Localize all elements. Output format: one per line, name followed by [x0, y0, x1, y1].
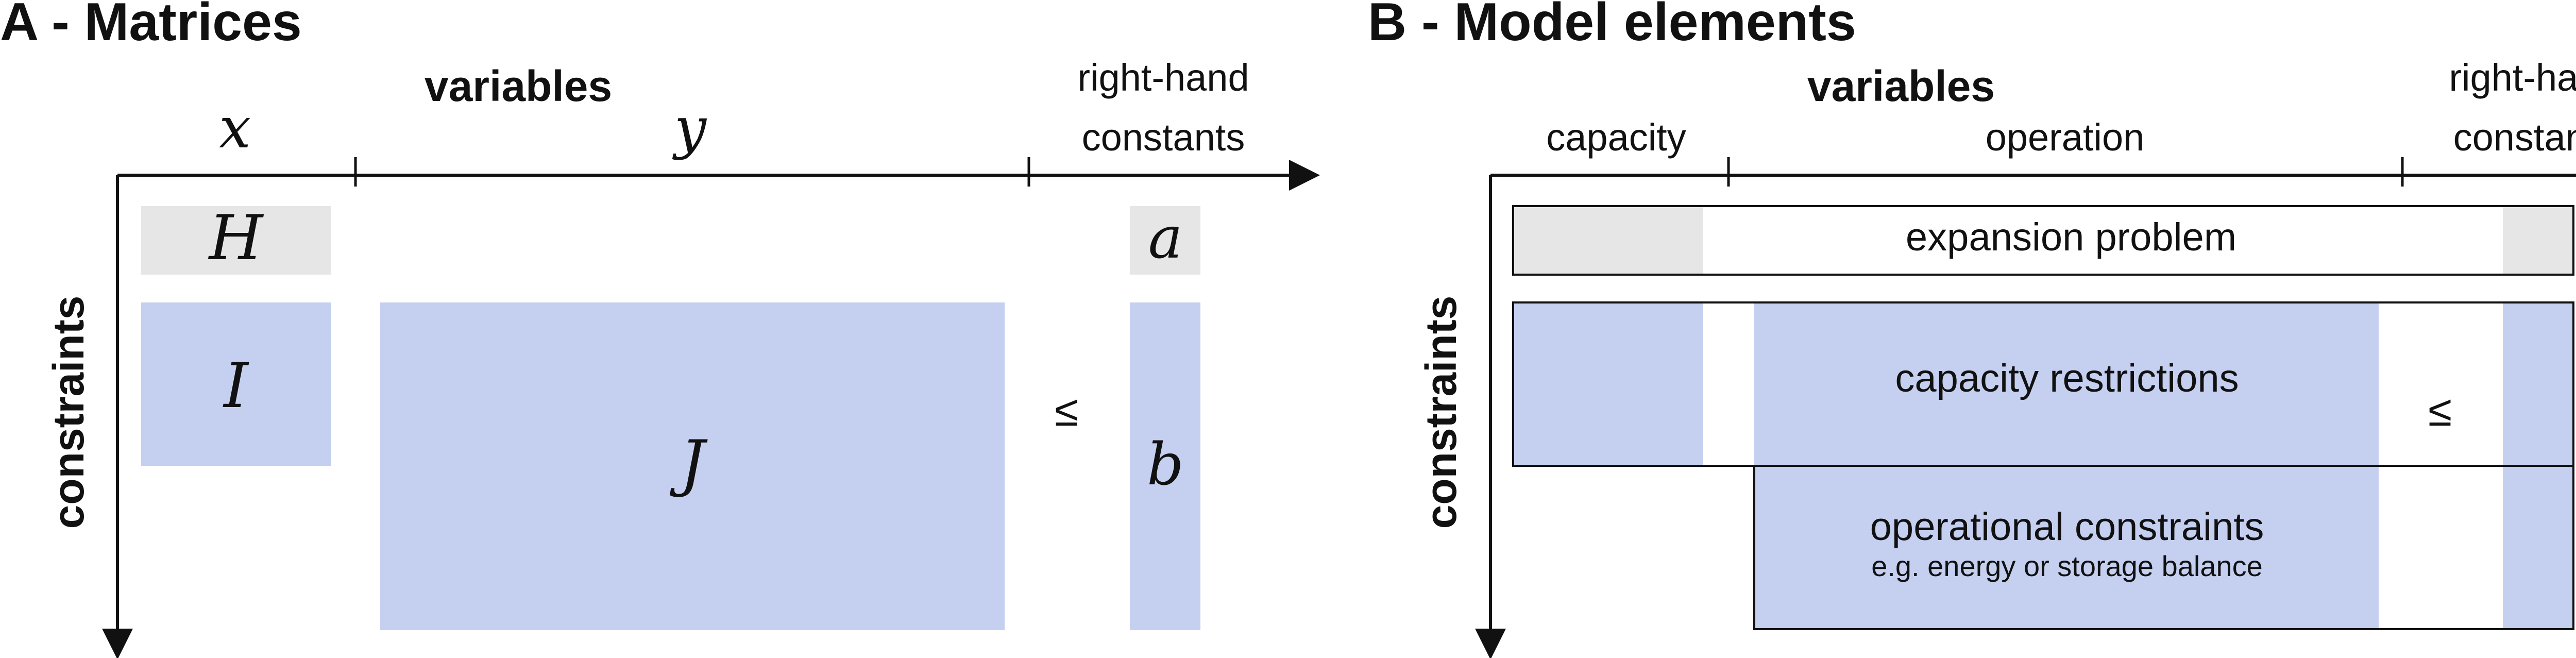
- panel-b-leq-sign: ≤: [2428, 386, 2452, 435]
- block-a: [1130, 206, 1200, 275]
- panel-a-rhs-label-line2: constants: [1082, 116, 1245, 159]
- col-x-label: x: [219, 95, 251, 161]
- capacity-restrictions-rhs-fill: [2503, 302, 2573, 466]
- col-capacity-label: capacity: [1546, 116, 1686, 159]
- panel-a-leq-sign: ≤: [1055, 386, 1078, 435]
- operational-constraints-example: e.g. energy or storage balance: [1871, 550, 2263, 582]
- block-b: [1130, 302, 1200, 630]
- expansion-problem-label: expansion problem: [1906, 215, 2236, 259]
- col-operation-label: operation: [1986, 116, 2145, 159]
- block-b-label: b: [1147, 431, 1184, 498]
- operational-constraints-operation-fill: [1754, 466, 2379, 629]
- panel-a-rhs-label-line1: right-hand: [1077, 56, 1249, 99]
- block-I-label: I: [223, 350, 249, 422]
- panel-b-rhs-label-line1: right-hand: [2449, 56, 2576, 99]
- block-I: [141, 302, 331, 466]
- panel-a-variables-label: variables: [425, 62, 612, 110]
- panel-a-title: A - Matrices: [0, 0, 302, 52]
- panel-a: A - Matrices variables right-hand consta…: [0, 0, 1320, 658]
- block-a-label: a: [1148, 205, 1183, 272]
- panel-b-constraints-label: constraints: [1417, 296, 1465, 529]
- panel-a-constraints-label: constraints: [44, 296, 93, 529]
- panel-b-title: B - Model elements: [1368, 0, 1856, 52]
- operational-constraints-box: [1753, 465, 2574, 630]
- capacity-restrictions-capacity-fill: [1513, 302, 1703, 466]
- expansion-problem-box: [1512, 205, 2574, 276]
- capacity-restrictions-operation-fill: [1754, 302, 2379, 466]
- operational-constraints-rhs-fill: [2503, 466, 2573, 629]
- expansion-rhs-fill: [2503, 206, 2573, 275]
- expansion-capacity-fill: [1513, 206, 1703, 275]
- col-y-label: y: [672, 95, 707, 161]
- panel-b-variables-label: variables: [1807, 62, 1995, 110]
- block-H-label: H: [208, 203, 264, 274]
- block-J: [380, 302, 1005, 630]
- panel-b-rhs-label-line2: constants: [2453, 116, 2576, 159]
- block-H: [141, 206, 331, 275]
- panel-b: B - Model elements variables right-hand …: [1368, 0, 2576, 658]
- capacity-restrictions-label: capacity restrictions: [1895, 357, 2239, 400]
- operational-constraints-label: operational constraints: [1870, 505, 2264, 549]
